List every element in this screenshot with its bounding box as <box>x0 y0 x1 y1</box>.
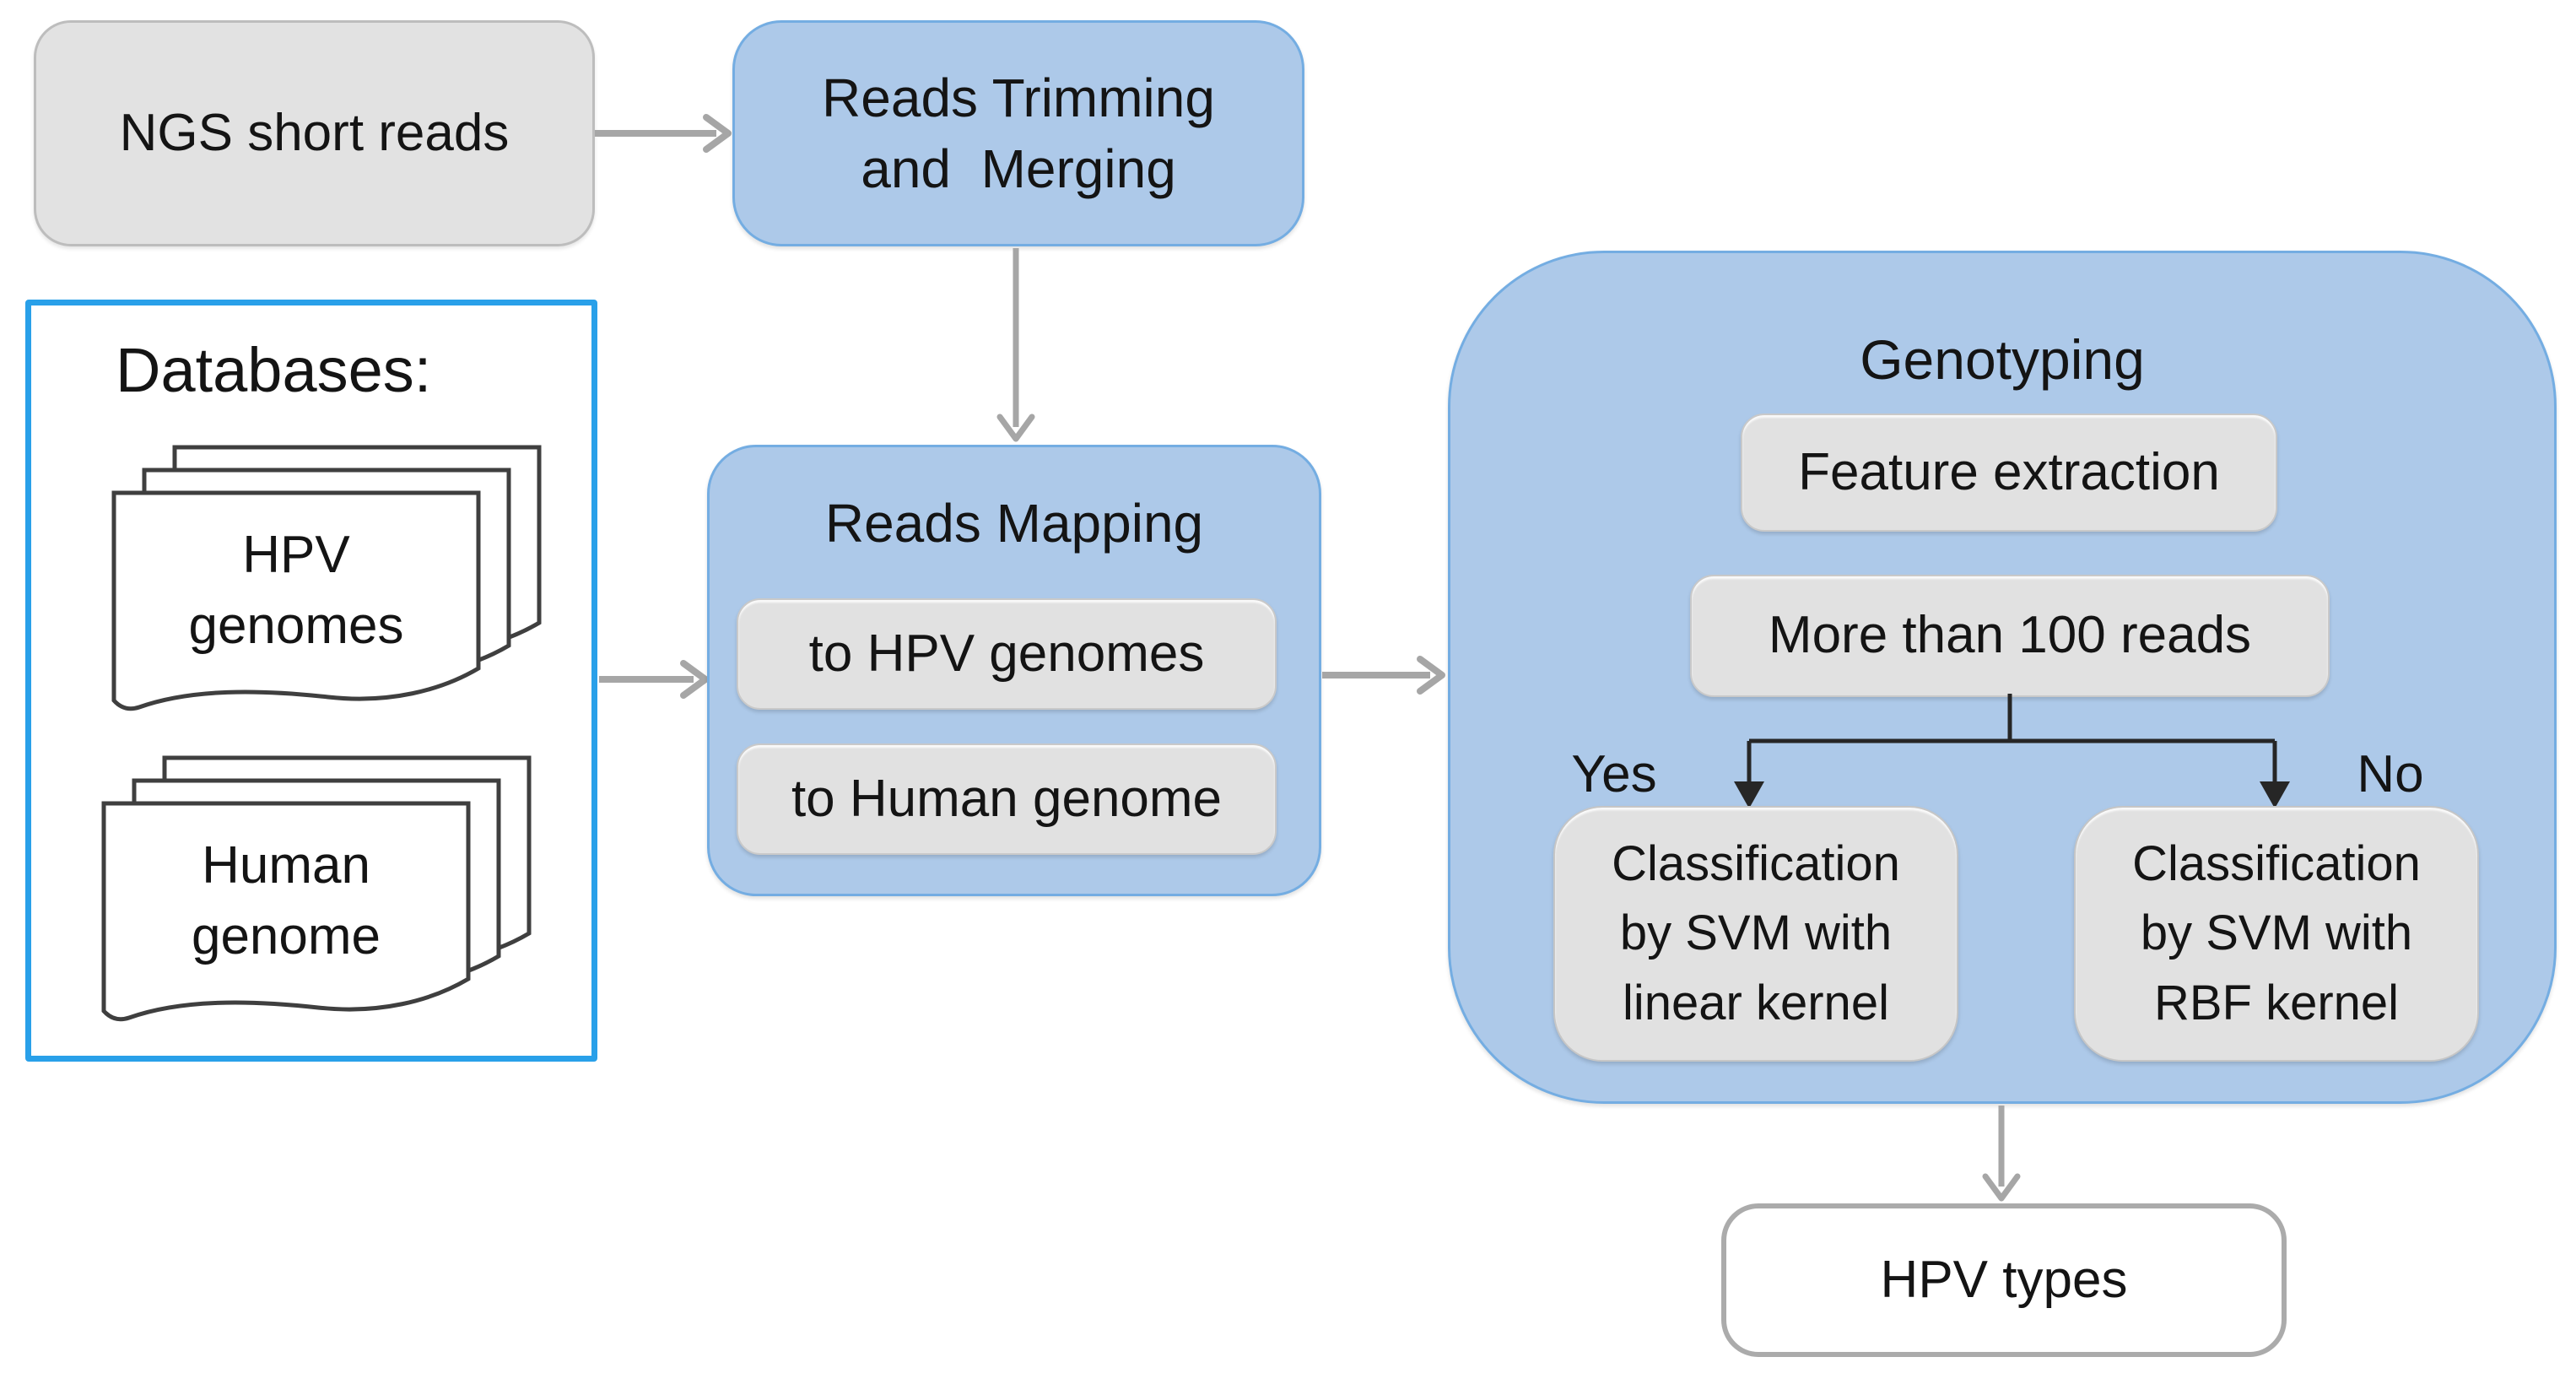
arrowhead-no-branch <box>2260 781 2290 808</box>
more-than-100-reads-label: More than 100 reads <box>1768 606 2252 665</box>
node-reads-mapping: Reads Mapping to HPV genomes to Human ge… <box>707 445 1321 896</box>
reads-trimming-line2: and Merging <box>861 138 1176 199</box>
databases-container: Databases: HPV genomes <box>25 300 597 1062</box>
node-more-than-100-reads: More than 100 reads <box>1690 575 2330 697</box>
human-genome-document-stack: Human genome <box>100 754 532 1030</box>
arrow-mapping-to-genotyping <box>1322 656 1445 695</box>
node-map-to-hpv-genomes: to HPV genomes <box>737 598 1277 710</box>
classification-linear-line1: Classification <box>1612 835 1900 891</box>
branch-connector <box>1734 694 2290 808</box>
hpv-genomes-line2: genomes <box>188 597 404 655</box>
ngs-short-reads-label: NGS short reads <box>119 103 510 162</box>
human-genome-line1: Human <box>202 836 370 895</box>
arrow-databases-to-mapping <box>599 660 709 699</box>
node-genotyping: Genotyping Feature extraction More than … <box>1448 251 2557 1104</box>
node-hpv-types: HPV types <box>1721 1203 2287 1357</box>
document-icon <box>111 490 481 711</box>
feature-extraction-label: Feature extraction <box>1798 442 2220 501</box>
classification-linear-line2: by SVM with <box>1619 906 1893 961</box>
reads-trimming-line1: Reads Trimming <box>822 67 1215 128</box>
node-map-to-human-genome: to Human genome <box>737 743 1277 855</box>
classification-rbf-line1: Classification <box>2132 835 2421 891</box>
arrow-ngs-to-trimming <box>595 114 732 153</box>
arrow-trimming-to-mapping <box>996 248 1035 442</box>
node-classification-rbf: Classification by SVM with RBF kernel <box>2074 806 2479 1062</box>
document-icon <box>101 801 471 1022</box>
node-feature-extraction: Feature extraction <box>1741 414 2277 532</box>
arrowhead-yes-branch <box>1734 781 1764 808</box>
reads-mapping-title: Reads Mapping <box>824 493 1204 554</box>
hpv-genomes-document-stack: HPV genomes <box>111 444 543 719</box>
hpv-genomes-label: HPV genomes <box>111 489 482 692</box>
map-to-hpv-genomes-label: to HPV genomes <box>808 624 1205 683</box>
genotyping-title: Genotyping <box>1860 328 2145 391</box>
hpv-types-label: HPV types <box>1880 1250 2128 1309</box>
hpv-genomes-line1: HPV <box>242 526 350 585</box>
arrow-genotyping-to-hpv-types <box>1982 1106 2021 1202</box>
classification-rbf-line2: by SVM with <box>2140 906 2413 961</box>
human-genome-label: Human genome <box>100 800 472 1003</box>
classification-linear-line3: linear kernel <box>1623 975 1889 1030</box>
human-genome-line2: genome <box>191 907 381 965</box>
map-to-human-genome-label: to Human genome <box>791 769 1223 828</box>
databases-label: Databases: <box>116 335 432 405</box>
node-reads-trimming: Reads Trimming and Merging <box>732 20 1304 246</box>
node-classification-linear: Classification by SVM with linear kernel <box>1553 806 1958 1062</box>
no-branch-label: No <box>2357 745 2424 803</box>
classification-rbf-line3: RBF kernel <box>2153 975 2400 1030</box>
yes-branch-label: Yes <box>1571 745 1657 803</box>
node-ngs-short-reads: NGS short reads <box>34 20 595 246</box>
